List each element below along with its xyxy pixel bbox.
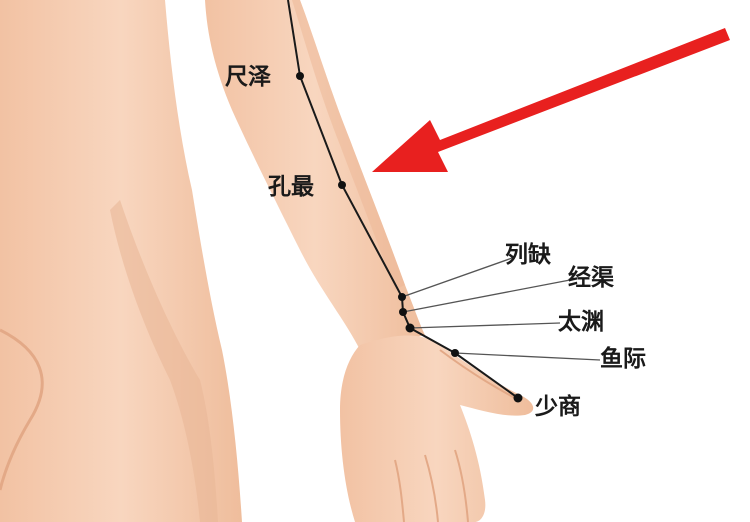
- leader-lieque: [401, 256, 516, 298]
- point-dot-kongzui: [338, 181, 346, 189]
- torso-shade: [110, 200, 218, 522]
- label-jingqu: 经渠: [568, 264, 614, 291]
- thumb-crease: [439, 349, 516, 399]
- pointer-arrow-icon: [372, 28, 730, 172]
- point-dot-jingqu: [399, 308, 407, 316]
- point-dot-lieque: [398, 293, 406, 301]
- point-dot-chize: [296, 72, 304, 80]
- hand-shape: [340, 335, 534, 522]
- label-yuji: 鱼际: [600, 345, 646, 372]
- leader-jingqu: [402, 279, 571, 313]
- label-taiyuan: 太渊: [558, 308, 604, 335]
- arm-shape: [205, 0, 425, 350]
- leader-taiyuan: [409, 322, 561, 329]
- point-dot-shaoshang: [513, 393, 523, 403]
- label-kongzui: 孔最: [268, 173, 315, 200]
- label-lieque: 列缺: [505, 241, 552, 268]
- finger-line-1: [394, 459, 405, 522]
- lung-meridian-line: [287, 0, 519, 399]
- label-chize: 尺泽: [225, 63, 271, 90]
- forearm-shade: [292, 0, 405, 290]
- point-dot-yuji: [451, 349, 459, 357]
- point-dot-taiyuan: [405, 323, 415, 333]
- hip-contour: [0, 328, 44, 491]
- label-shaoshang: 少商: [534, 393, 581, 420]
- finger-line-2: [424, 454, 439, 522]
- finger-line-3: [454, 449, 469, 522]
- leader-yuji: [454, 352, 601, 361]
